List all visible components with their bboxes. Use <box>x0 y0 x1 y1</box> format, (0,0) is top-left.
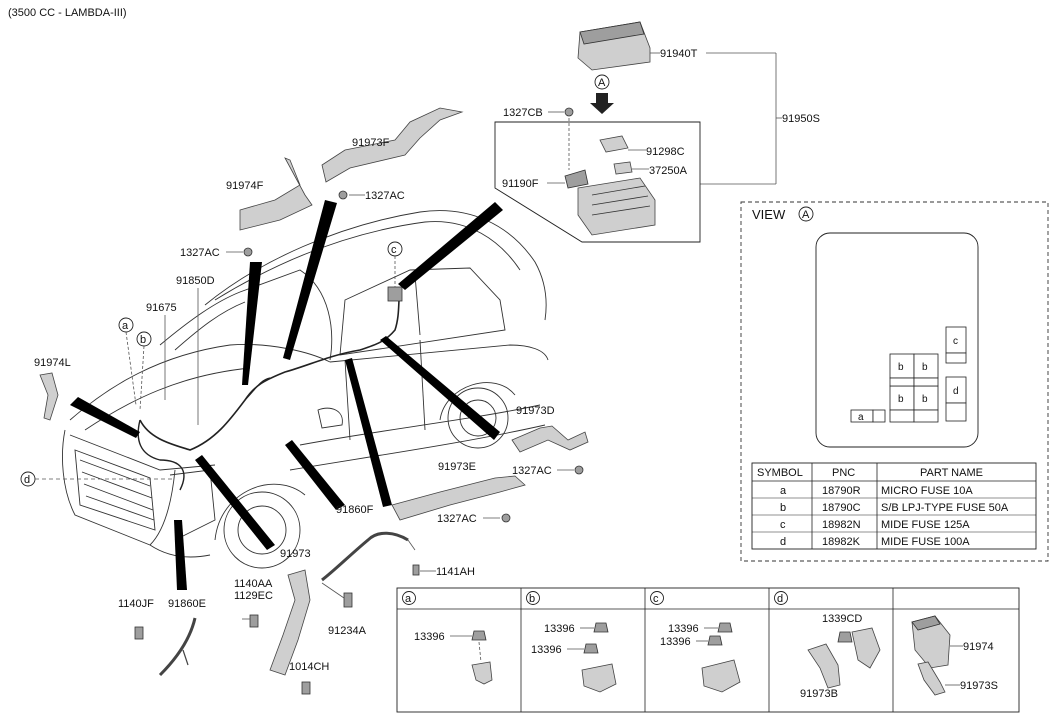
view-a-marker: A <box>798 206 814 222</box>
table-row-name: MIDE FUSE 100A <box>881 536 970 548</box>
svg-text:b: b <box>922 394 928 405</box>
label-1327CB: 1327CB <box>503 107 543 119</box>
svg-text:a: a <box>405 593 412 605</box>
table-row-symbol: a <box>780 485 787 497</box>
detail-panel-e: 91974 91973S <box>911 615 998 696</box>
detail-panel-c: c 13396 13396 <box>650 591 741 693</box>
label-1129EC: 1129EC <box>234 590 273 602</box>
table-row-name: MICRO FUSE 10A <box>881 485 973 497</box>
label-91940T: 91940T <box>660 48 698 60</box>
leader-wedges <box>70 200 503 590</box>
label-91860F: 91860F <box>336 504 374 516</box>
view-a-panel <box>740 201 1049 562</box>
svg-text:b: b <box>898 362 904 373</box>
svg-text:c: c <box>953 336 958 347</box>
label-13396: 13396 <box>668 623 699 635</box>
detail-panel-d: d 1339CD 91973B <box>774 591 881 700</box>
table-header-symbol: SYMBOL <box>757 467 803 479</box>
label-91850D: 91850D <box>176 275 215 287</box>
callout-b: b <box>136 331 152 347</box>
label-37250A: 37250A <box>649 165 688 177</box>
harness-routing <box>137 286 403 491</box>
label-91974L: 91974L <box>34 357 71 369</box>
label-1140AA: 1140AA <box>234 578 273 590</box>
label-91950S: 91950S <box>782 113 820 125</box>
label-1140JF: 1140JF <box>118 598 154 610</box>
label-91860E: 91860E <box>168 598 206 610</box>
label-91234A: 91234A <box>328 625 367 637</box>
svg-text:a: a <box>858 412 864 423</box>
table-row-pnc: 18982N <box>822 519 861 531</box>
label-1014CH: 1014CH <box>289 661 329 673</box>
label-91974F: 91974F <box>226 180 264 192</box>
table-row-symbol: c <box>780 519 786 531</box>
table-row-pnc: 18790R <box>822 485 861 497</box>
fuse-a: a <box>850 409 886 423</box>
label-91973B: 91973B <box>800 688 838 700</box>
view-a-callout: A <box>590 74 614 114</box>
label-91973S: 91973S <box>960 680 998 692</box>
table-row-name: MIDE FUSE 125A <box>881 519 970 531</box>
fuse-c: c <box>945 326 967 364</box>
detail-panel-a: a 13396 <box>402 591 493 685</box>
table-header-pnc: PNC <box>832 467 855 479</box>
table-row-symbol: d <box>780 536 786 548</box>
callout-c-main: c <box>387 241 403 257</box>
label-91973: 91973 <box>280 548 311 560</box>
svg-text:d: d <box>953 386 959 397</box>
svg-text:A: A <box>802 209 810 221</box>
label-1327AC-left: 1327AC <box>180 247 220 259</box>
engine-header: (3500 CC - LAMBDA-III) <box>8 7 127 19</box>
label-1339CD: 1339CD <box>822 613 862 625</box>
svg-text:b: b <box>898 394 904 405</box>
detail-panels <box>396 587 1020 713</box>
svg-text:c: c <box>653 593 659 605</box>
label-13396: 13396 <box>414 631 445 643</box>
label-91973E: 91973E <box>438 461 476 473</box>
view-a-title: VIEW <box>752 207 786 222</box>
fuse-b-grid: b b b b <box>889 353 939 423</box>
svg-text:d: d <box>777 593 783 605</box>
label-1327AC-lower: 1327AC <box>437 513 477 525</box>
svg-text:A: A <box>598 77 606 89</box>
parts-table: SYMBOL PNC PART NAME a 18790R MICRO FUSE… <box>751 462 1037 550</box>
table-row-pnc: 18982K <box>822 536 861 548</box>
label-1327AC-right: 1327AC <box>512 465 552 477</box>
svg-text:b: b <box>140 334 146 346</box>
table-header-part-name: PART NAME <box>920 467 983 479</box>
callout-d-main: d <box>20 471 36 487</box>
svg-text:b: b <box>529 593 535 605</box>
label-91973D: 91973D <box>516 405 555 417</box>
label-91973F: 91973F <box>352 137 390 149</box>
label-91675: 91675 <box>146 302 177 314</box>
table-row-symbol: b <box>780 502 786 514</box>
label-91190F: 91190F <box>502 178 539 190</box>
callout-a: a <box>118 317 134 333</box>
label-13396: 13396 <box>544 623 575 635</box>
label-13396: 13396 <box>531 644 562 656</box>
label-1141AH: 1141AH <box>436 566 475 578</box>
junction-box-cover <box>577 21 660 71</box>
svg-text:d: d <box>24 474 30 486</box>
svg-text:a: a <box>122 320 129 332</box>
detail-panel-b: b 13396 13396 <box>526 591 617 693</box>
fuse-box-top-view <box>815 232 979 448</box>
label-91974: 91974 <box>963 641 994 653</box>
svg-text:c: c <box>391 244 397 256</box>
label-1327AC-upper: 1327AC <box>365 190 405 202</box>
svg-text:b: b <box>922 362 928 373</box>
table-row-name: S/B LPJ-TYPE FUSE 50A <box>881 502 1009 514</box>
label-13396: 13396 <box>660 636 691 648</box>
fuse-d: d <box>945 376 967 422</box>
table-row-pnc: 18790C <box>822 502 861 514</box>
label-91298C: 91298C <box>646 146 685 158</box>
